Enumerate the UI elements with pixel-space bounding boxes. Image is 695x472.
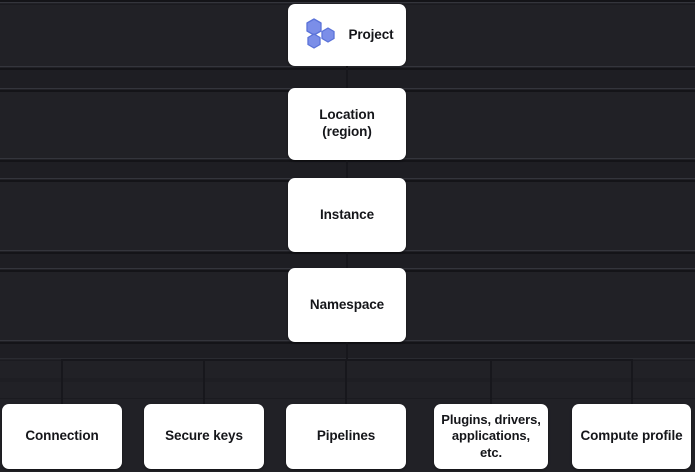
background-band xyxy=(0,66,695,67)
background-band xyxy=(0,254,695,268)
node-namespace[interactable]: Namespace xyxy=(288,268,406,342)
background-band xyxy=(0,160,695,162)
connector-location-instance xyxy=(346,158,348,180)
node-project-label: Project xyxy=(348,26,394,42)
node-location[interactable]: Location (region) xyxy=(288,88,406,160)
background-band xyxy=(0,360,695,361)
background-band xyxy=(0,252,695,254)
node-location-label: Location (region) xyxy=(319,107,375,139)
connector-namespace-trunk xyxy=(346,340,348,360)
node-compute-profile-label: Compute profile xyxy=(580,428,683,444)
connector-leaf-bus xyxy=(61,359,633,361)
connector-leaf-plugins xyxy=(490,359,492,404)
node-project[interactable]: Project xyxy=(288,4,406,66)
background-band xyxy=(0,2,695,3)
node-namespace-label: Namespace xyxy=(309,296,385,312)
connector-leaf-pipelines xyxy=(345,359,347,404)
background-band xyxy=(0,68,695,70)
node-connection-label: Connection xyxy=(25,428,99,444)
node-plugins-label: Plugins, drivers, applications, etc. xyxy=(441,412,541,460)
background-band xyxy=(0,378,695,382)
node-instance[interactable]: Instance xyxy=(288,178,406,252)
hexagon-cluster-icon xyxy=(304,16,338,55)
node-compute-profile[interactable]: Compute profile xyxy=(572,404,691,469)
background-band xyxy=(0,0,695,2)
node-connection[interactable]: Connection xyxy=(2,404,122,469)
node-secure-keys-label: Secure keys xyxy=(165,428,243,444)
node-plugins[interactable]: Plugins, drivers, applications, etc. xyxy=(434,404,548,469)
background-band xyxy=(0,344,695,358)
background-band xyxy=(0,70,695,88)
background-band xyxy=(0,398,695,399)
background-band xyxy=(0,358,695,359)
connector-leaf-secure-keys xyxy=(203,359,205,404)
background-band xyxy=(0,162,695,178)
background-band xyxy=(0,342,695,344)
node-secure-keys[interactable]: Secure keys xyxy=(144,404,264,469)
connector-leaf-compute-profile xyxy=(631,359,633,404)
node-pipelines[interactable]: Pipelines xyxy=(286,404,406,469)
node-pipelines-label: Pipelines xyxy=(316,428,376,444)
connector-project-location xyxy=(346,64,348,90)
connector-instance-namespace xyxy=(346,250,348,270)
connector-leaf-connection xyxy=(61,359,63,404)
node-instance-label: Instance xyxy=(320,206,374,222)
